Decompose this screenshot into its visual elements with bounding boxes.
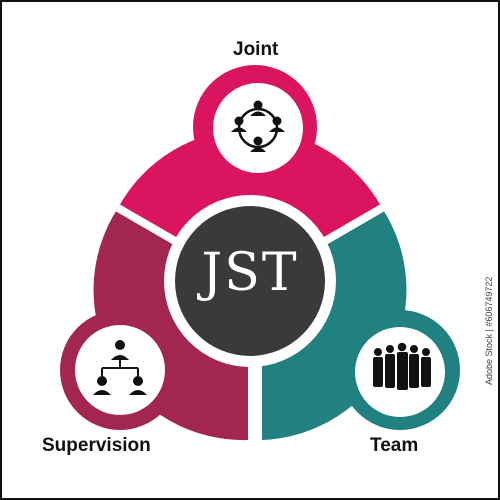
- stock-id-text: Adobe Stock | #606749722: [484, 276, 494, 385]
- business-team-icon: [373, 342, 431, 390]
- org-chart-icon: [93, 340, 147, 395]
- center-disk: [175, 206, 325, 356]
- joint-icon-disc: [213, 83, 303, 173]
- supervision-icon-disc: [75, 325, 165, 415]
- group-circle-icon: [231, 100, 285, 152]
- supervision-label: Supervision: [42, 435, 151, 456]
- center-label: JST: [201, 243, 299, 303]
- team-label: Team: [370, 435, 419, 456]
- joint-label: Joint: [233, 39, 279, 60]
